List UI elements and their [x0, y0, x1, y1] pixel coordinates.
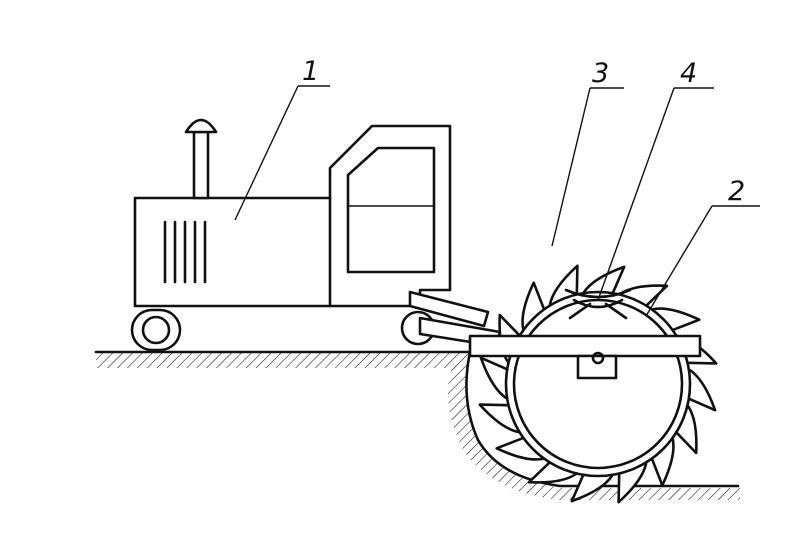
rotor-wheel	[504, 290, 692, 478]
rotor-tooth	[687, 368, 717, 412]
leader-lines	[234, 85, 760, 317]
callout-label-soil-scraper: 4	[680, 58, 697, 89]
rotor-tooth	[527, 461, 579, 484]
callout-label-rotor-wheel: 2	[728, 176, 745, 207]
rotor-frame	[468, 334, 702, 380]
tractor	[130, 118, 452, 352]
exhaust-pipe	[184, 118, 218, 200]
engine-grille	[163, 220, 207, 284]
rotor-tooth	[675, 403, 698, 455]
rotor-tooth	[650, 307, 701, 332]
callout-label-tractor: 1	[302, 56, 319, 87]
rotor-tooth	[570, 473, 614, 503]
rotor-tooth	[495, 436, 546, 461]
rotor-tooth	[521, 281, 546, 332]
callout-label-cutting-tooth: 3	[592, 58, 609, 89]
rotor-tooth	[582, 265, 626, 295]
rotor-tooth	[650, 436, 675, 487]
rotor-tooth	[479, 356, 509, 400]
soil-scraper	[564, 288, 632, 320]
front-wheel	[130, 308, 182, 352]
